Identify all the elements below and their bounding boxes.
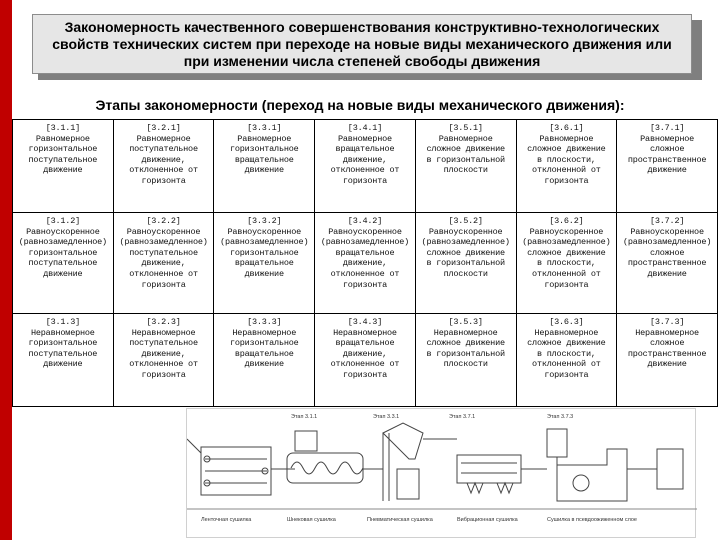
cell-text: [3.1.1] Равномерное горизонтальное посту…: [28, 123, 98, 176]
table-cell: [3.6.1] Равномерное сложное движение в п…: [515, 119, 618, 213]
table-row: [3.1.2] Равноускоренное (равнозамедленно…: [12, 212, 718, 314]
table-cell: [3.1.1] Равномерное горизонтальное посту…: [12, 119, 114, 213]
screw-spiral: [290, 461, 364, 475]
roller: [203, 455, 211, 463]
cell-text: [3.4.2] Равноускоренное (равнозамедленно…: [320, 216, 410, 290]
cell-text: [3.1.2] Равноускоренное (равнозамедленно…: [18, 216, 107, 279]
vibration-dryer-body: [456, 454, 522, 484]
table-row: [3.1.1] Равномерное горизонтальное посту…: [12, 119, 718, 213]
table-cell: [3.3.2] Равноускоренное (равнозамедленно…: [213, 212, 316, 314]
cell-text: [3.4.3] Неравномерное вращательное движе…: [330, 317, 400, 380]
cell-text: [3.3.3] Неравномерное горизонтальное вра…: [229, 317, 299, 370]
table-cell: [3.1.2] Равноускоренное (равнозамедленно…: [12, 212, 114, 314]
table-cell: [3.4.3] Неравномерное вращательное движе…: [314, 313, 416, 407]
cell-text: [3.6.1] Равномерное сложное движение в п…: [527, 123, 606, 186]
stage-label: Этап 3.1.1: [291, 414, 317, 420]
cell-text: [3.5.2] Равноускоренное (равнозамедленно…: [421, 216, 510, 279]
title-box: Закономерность качественного совершенств…: [32, 14, 692, 74]
table-cell: [3.4.1] Равномерное вращательное движени…: [314, 119, 416, 213]
table-cell: [3.2.1] Равномерное поступательное движе…: [112, 119, 215, 213]
table-row: [3.1.3] Неравномерное горизонтальное пос…: [12, 313, 718, 407]
table-cell: [3.7.1] Равномерное сложное пространстве…: [616, 119, 718, 213]
table-cell: [3.6.2] Равноускоренное (равнозамедленно…: [515, 212, 618, 314]
fan: [572, 474, 590, 492]
cell-text: [3.7.1] Равномерное сложное пространстве…: [627, 123, 707, 176]
diagram-caption: Ленточная сушилка: [201, 517, 252, 523]
cyclone: [382, 422, 424, 460]
cell-text: [3.5.3] Неравномерное сложное движение в…: [426, 317, 505, 370]
cell-text: [3.7.2] Равноускоренное (равнозамедленно…: [623, 216, 712, 279]
collector: [396, 468, 420, 500]
table-cell: [3.5.1] Равномерное сложное движение в г…: [414, 119, 517, 213]
stage-label: Этап 3.7.3: [547, 414, 573, 420]
cell-text: [3.6.2] Равноускоренное (равнозамедленно…: [522, 216, 611, 290]
belt-dryer-body: [200, 446, 272, 496]
table-cell: [3.5.2] Равноускоренное (равнозамедленно…: [414, 212, 517, 314]
feeder: [546, 428, 568, 458]
slide-subtitle: Этапы закономерности (переход на новые в…: [95, 97, 625, 113]
cell-text: [3.6.3] Неравномерное сложное движение в…: [527, 317, 606, 380]
filter: [656, 448, 684, 490]
diagram-caption: Пневматическая сушилка: [367, 517, 434, 523]
table-cell: [3.3.3] Неравномерное горизонтальное вра…: [213, 313, 316, 407]
table-cell: [3.2.3] Неравномерное поступательное дви…: [112, 313, 215, 407]
screw-dryer-body: [286, 452, 364, 484]
pipe: [187, 438, 202, 454]
diagram-caption: Сушилка в псевдоожиженном слое: [547, 517, 637, 523]
table-cell: [3.6.3] Неравномерное сложное движение в…: [515, 313, 618, 407]
spring: [496, 481, 514, 495]
table-cell: [3.7.3] Неравномерное сложное пространст…: [616, 313, 718, 407]
cell-text: [3.3.1] Равномерное горизонтальное враща…: [229, 123, 299, 176]
fluid-bed-body: [556, 448, 628, 502]
diagram-caption: Вибрационная сушилка: [457, 517, 519, 523]
table-cell: [3.2.2] Равноускоренное (равнозамедленно…: [112, 212, 215, 314]
spring: [466, 481, 484, 495]
table-cell: [3.5.3] Неравномерное сложное движение в…: [414, 313, 517, 407]
table-cell: [3.1.3] Неравномерное горизонтальное пос…: [12, 313, 114, 407]
table-cell: [3.3.1] Равномерное горизонтальное враща…: [213, 119, 316, 213]
dryer-diagram: Этап 3.1.1 Этап 3.3.1 Этап 3.7.1 Этап 3.…: [186, 408, 697, 538]
diagram-caption: Шнековая сушилка: [287, 517, 337, 523]
table-cell: [3.7.2] Равноускоренное (равнозамедленно…: [616, 212, 718, 314]
table-cell: [3.4.2] Равноускоренное (равнозамедленно…: [314, 212, 416, 314]
stage-label: Этап 3.3.1: [373, 414, 399, 420]
cell-text: [3.2.3] Неравномерное поступательное дви…: [129, 317, 198, 380]
cell-text: [3.7.3] Неравномерное сложное пространст…: [627, 317, 707, 370]
cell-text: [3.1.3] Неравномерное горизонтальное пос…: [28, 317, 98, 370]
cell-text: [3.4.1] Равномерное вращательное движени…: [330, 123, 400, 186]
roller: [203, 479, 211, 487]
slide-title: Закономерность качественного совершенств…: [52, 18, 672, 69]
dryer-diagram-svg: Этап 3.1.1 Этап 3.3.1 Этап 3.7.1 Этап 3.…: [187, 414, 697, 523]
left-accent-bar: [0, 0, 12, 540]
roller: [261, 467, 269, 475]
stages-table: [3.1.1] Равномерное горизонтальное посту…: [12, 119, 718, 407]
cell-text: [3.3.2] Равноускоренное (равнозамедленно…: [220, 216, 309, 279]
cell-text: [3.2.2] Равноускоренное (равнозамедленно…: [119, 216, 208, 290]
stage-label: Этап 3.7.1: [449, 414, 475, 420]
hopper: [294, 430, 318, 452]
cell-text: [3.5.1] Равномерное сложное движение в г…: [426, 123, 505, 176]
cell-text: [3.2.1] Равномерное поступательное движе…: [129, 123, 198, 186]
